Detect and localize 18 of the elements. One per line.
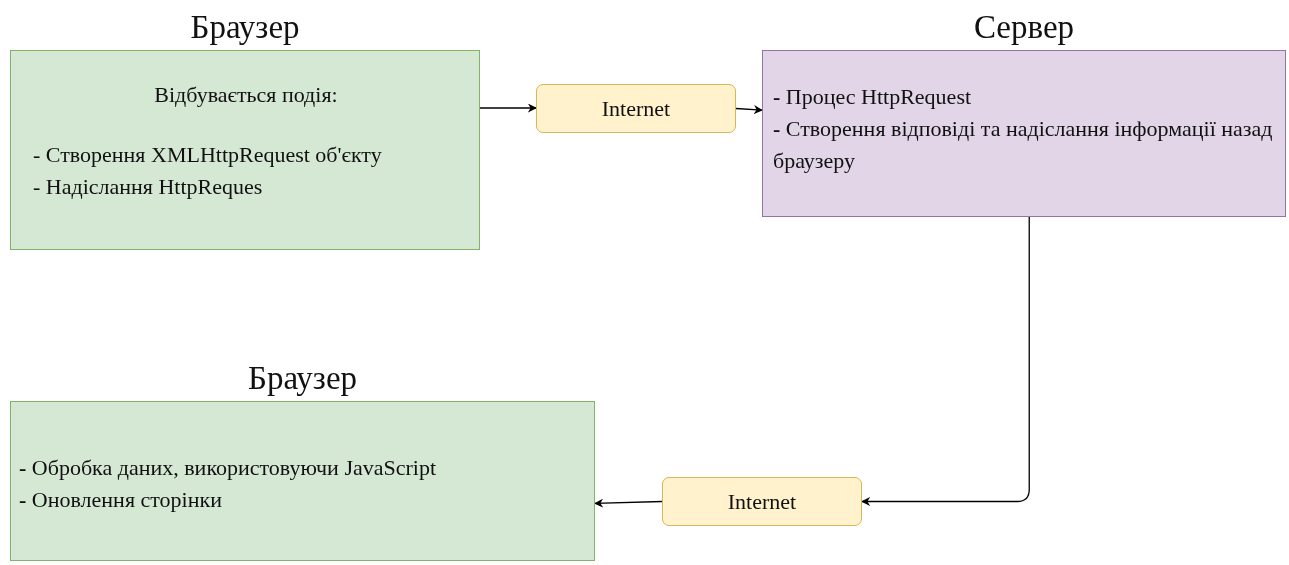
bullet-text: - Процес HttpRequest bbox=[773, 83, 973, 111]
network-box bbox=[662, 477, 862, 526]
bullet-text: - Створення XMLHttpRequest об'єкту bbox=[33, 141, 383, 169]
box-heading: Браузер bbox=[190, 8, 300, 47]
bullet-text: - Надіслання HttpReques bbox=[33, 173, 264, 201]
bullet-text: - Обробка даних, використовуючи JavaScript bbox=[19, 454, 438, 482]
arrow bbox=[861, 216, 1030, 506]
node-label: Internet bbox=[601, 94, 671, 123]
node-label: Internet bbox=[727, 487, 797, 516]
network-box bbox=[536, 84, 736, 133]
arrow bbox=[479, 103, 537, 113]
arrow bbox=[594, 498, 663, 508]
box-heading: Браузер bbox=[247, 359, 358, 398]
box-heading: Сервер bbox=[973, 8, 1075, 47]
event-heading: Відбувається подія: bbox=[153, 81, 339, 109]
arrow bbox=[735, 105, 763, 115]
bullet-text: - Оновлення сторінки bbox=[19, 486, 223, 514]
bullet-text: - Створення відповіді та надіслання інформації назад браузеру bbox=[773, 115, 1274, 175]
